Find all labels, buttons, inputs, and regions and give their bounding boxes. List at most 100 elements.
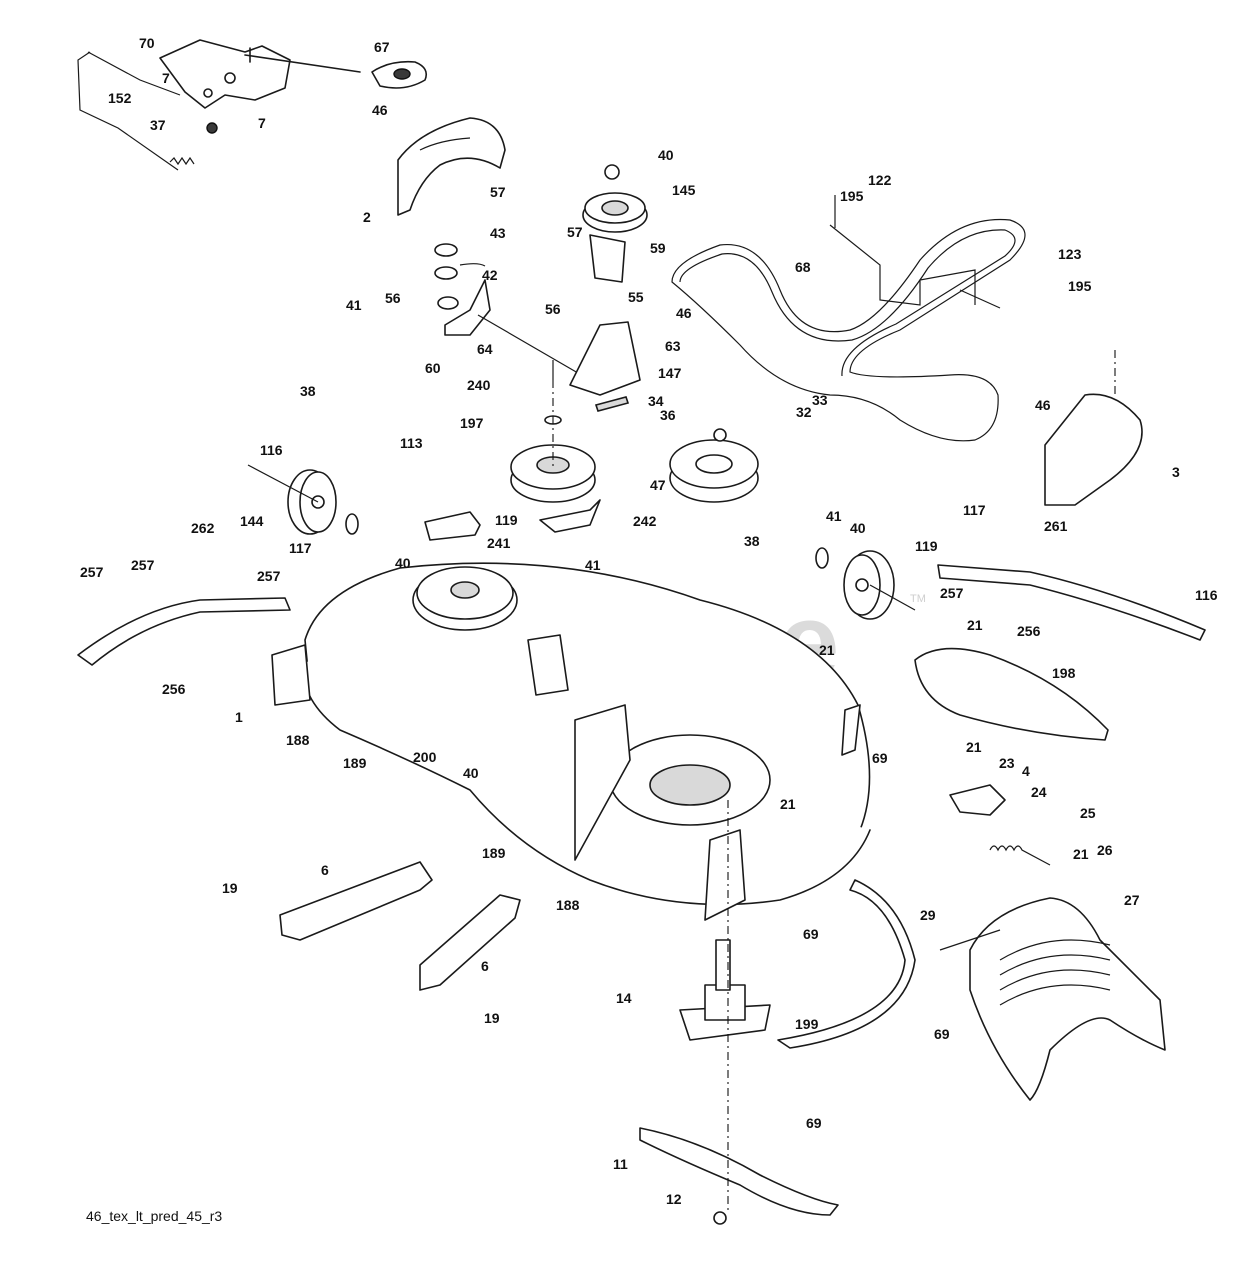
- callout-23: 23: [999, 755, 1015, 771]
- callout-42: 42: [482, 267, 498, 283]
- lift-cable-152: [77, 51, 195, 171]
- callout-40: 40: [463, 765, 479, 781]
- callout-41: 41: [346, 297, 362, 313]
- callout-198: 198: [1052, 665, 1076, 681]
- belt-guard-3: [1044, 393, 1143, 506]
- belt-guard-2: [397, 117, 506, 216]
- callout-189: 189: [482, 845, 506, 861]
- callout-69: 69: [934, 1026, 950, 1042]
- callout-34: 34: [648, 393, 664, 409]
- callout-240: 240: [467, 377, 491, 393]
- callout-3: 3: [1172, 464, 1180, 480]
- callout-113: 113: [400, 435, 423, 451]
- callout-122: 122: [868, 172, 892, 188]
- callout-68: 68: [795, 259, 811, 275]
- callout-256: 256: [1017, 623, 1041, 639]
- callout-145: 145: [672, 182, 696, 198]
- callout-1: 1: [235, 709, 243, 725]
- callout-256: 256: [162, 681, 186, 697]
- callout-57: 57: [567, 224, 583, 240]
- callout-69: 69: [872, 750, 888, 766]
- spring-147: [594, 396, 630, 412]
- callout-63: 63: [665, 338, 681, 354]
- callout-200: 200: [413, 749, 437, 765]
- callout-59: 59: [650, 240, 666, 256]
- callout-41: 41: [826, 508, 842, 524]
- callout-24: 24: [1031, 784, 1047, 800]
- gauge-wheel-117-left: [247, 464, 359, 535]
- callout-43: 43: [490, 225, 506, 241]
- callout-55: 55: [628, 289, 644, 305]
- callout-197: 197: [460, 415, 484, 431]
- callout-56: 56: [545, 301, 561, 317]
- bracket-59: [589, 234, 626, 283]
- callout-40: 40: [850, 520, 866, 536]
- callout-6: 6: [481, 958, 489, 974]
- callout-7: 7: [162, 70, 170, 86]
- callout-40: 40: [658, 147, 674, 163]
- callout-29: 29: [920, 907, 936, 923]
- callout-257: 257: [940, 585, 964, 601]
- bracket-144: [539, 499, 601, 533]
- callout-119: 119: [495, 512, 518, 528]
- callout-257: 257: [131, 557, 155, 573]
- callout-56: 56: [385, 290, 401, 306]
- gauge-wheel-117-right: [815, 547, 916, 620]
- callout-195: 195: [1068, 278, 1092, 294]
- callout-117: 117: [289, 540, 312, 556]
- deck-hanger-rod-123: [829, 195, 1001, 309]
- callout-69: 69: [806, 1115, 822, 1131]
- callout-116: 116: [1195, 587, 1218, 603]
- callout-261: 261: [1044, 518, 1068, 534]
- callout-2: 2: [363, 209, 371, 225]
- spring-25: [989, 845, 1051, 866]
- callout-69: 69: [803, 926, 819, 942]
- callout-6: 6: [321, 862, 329, 878]
- callout-147: 147: [658, 365, 682, 381]
- lift-bracket-70: [159, 39, 361, 134]
- callout-195: 195: [840, 188, 864, 204]
- callout-21: 21: [1073, 846, 1089, 862]
- callout-152: 152: [108, 90, 132, 106]
- drive-belt-68: [671, 218, 1026, 442]
- callout-46: 46: [372, 102, 388, 118]
- callout-117: 117: [963, 502, 986, 518]
- callout-19: 19: [484, 1010, 500, 1026]
- callout-64: 64: [477, 341, 493, 357]
- discharge-chute-27: [969, 897, 1166, 1101]
- callout-40: 40: [395, 555, 411, 571]
- callout-27: 27: [1124, 892, 1140, 908]
- callout-199: 199: [795, 1016, 819, 1032]
- callout-32: 32: [796, 404, 812, 420]
- bracket-6-lower: [419, 894, 521, 991]
- callout-12: 12: [666, 1191, 682, 1207]
- idler-arm-assembly: [434, 243, 591, 381]
- callout-7: 7: [258, 115, 266, 131]
- callout-262: 262: [191, 520, 215, 536]
- callout-4: 4: [1022, 763, 1030, 779]
- pulley-32: [669, 428, 759, 503]
- callout-25: 25: [1080, 805, 1096, 821]
- callout-241: 241: [487, 535, 511, 551]
- callout-14: 14: [616, 990, 632, 1006]
- callout-33: 33: [812, 392, 828, 408]
- callout-46: 46: [1035, 397, 1051, 413]
- callout-21: 21: [967, 617, 983, 633]
- baffle-198: [914, 647, 1109, 741]
- callout-21: 21: [819, 642, 835, 658]
- callout-119: 119: [915, 538, 938, 554]
- callout-189: 189: [343, 755, 367, 771]
- pulley-36: [510, 360, 596, 503]
- callout-60: 60: [425, 360, 441, 376]
- callout-144: 144: [240, 513, 264, 529]
- stabilizer-bar-261: [937, 564, 1206, 641]
- blade-bolt-12: [713, 1211, 727, 1225]
- callout-123: 123: [1058, 246, 1082, 262]
- drawing-code: 46_tex_lt_pred_45_r3: [86, 1208, 223, 1224]
- callout-37: 37: [150, 117, 166, 133]
- bracket-6-upper: [279, 861, 433, 941]
- callout-188: 188: [556, 897, 580, 913]
- bracket-47: [424, 511, 481, 541]
